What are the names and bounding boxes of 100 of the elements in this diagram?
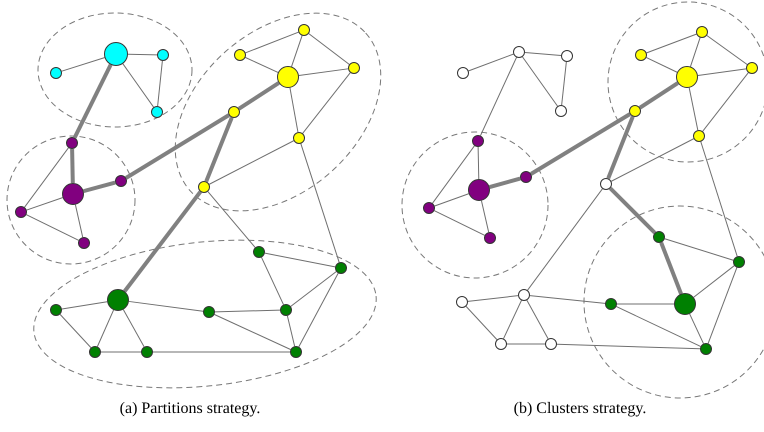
- graph-edge: [157, 60, 163, 107]
- graph-edge: [83, 180, 116, 194]
- graph-vertex: [700, 343, 712, 355]
- graph-vertex: [635, 49, 647, 61]
- graph-vertex: [203, 306, 215, 318]
- graph-edge: [646, 34, 697, 54]
- graph-vertex: [298, 24, 310, 36]
- graph-edge: [530, 112, 631, 176]
- graph-vertex: [253, 246, 265, 258]
- graph-vertex: [520, 171, 532, 183]
- graph-edge: [646, 57, 678, 73]
- graph-vertex: [513, 46, 525, 58]
- graph-edge: [214, 310, 280, 312]
- graph-edge: [291, 35, 303, 68]
- graph-edge: [526, 300, 549, 340]
- graph-edge: [264, 252, 336, 268]
- graph-edge: [706, 35, 748, 65]
- graph-vertex: [277, 66, 299, 88]
- graph-edge: [61, 57, 106, 72]
- graph-vertex: [484, 232, 496, 244]
- graph-edge: [522, 56, 558, 107]
- graph-edge: [527, 188, 603, 291]
- graph-edge: [468, 54, 514, 72]
- graph-edge: [697, 68, 747, 76]
- graph-vertex: [50, 304, 62, 316]
- graph-edge: [290, 271, 337, 307]
- graph-vertex: [104, 42, 128, 66]
- graph-edge: [261, 256, 284, 306]
- graph-vertex: [62, 183, 84, 205]
- graph-edge: [688, 87, 698, 131]
- graph-edge: [434, 193, 470, 206]
- graph-edge: [300, 143, 340, 263]
- graph-edge: [608, 186, 656, 234]
- graph-edge: [26, 197, 64, 211]
- graph-edge: [693, 265, 735, 298]
- graph-edge: [489, 176, 521, 189]
- graph-edge: [529, 295, 606, 304]
- graph-edge: [664, 238, 734, 261]
- graph-edge: [432, 145, 475, 204]
- subfigure-caption: (b) Clusters strategy.: [514, 400, 646, 418]
- graph-edge: [72, 64, 112, 138]
- graph-vertex: [605, 298, 617, 310]
- graph-edge: [122, 309, 145, 348]
- graph-edge: [302, 72, 351, 134]
- graph-edge: [480, 200, 490, 233]
- graph-vertex: [693, 130, 705, 142]
- graph-edge: [606, 116, 635, 180]
- graph-edge: [208, 140, 294, 185]
- graph-edge: [478, 146, 480, 180]
- graph-edge: [60, 314, 92, 348]
- graph-edge: [122, 63, 154, 108]
- graph-edge: [466, 306, 498, 340]
- graph-vertex: [472, 135, 484, 147]
- subfigure-caption: (a) Partitions strategy.: [120, 400, 260, 418]
- graph-vertex: [348, 62, 360, 74]
- graph-vertex: [495, 338, 507, 350]
- graph-vertex: [293, 132, 305, 144]
- graph-edge: [434, 210, 486, 236]
- graph-edge: [123, 190, 202, 292]
- graph-edge: [708, 267, 738, 344]
- graph-vertex: [733, 256, 745, 268]
- graph-edge: [96, 310, 114, 348]
- graph-vertex: [157, 49, 169, 61]
- graph-edge: [524, 52, 562, 56]
- graph-edge: [207, 191, 256, 248]
- graph-vertex: [228, 106, 240, 118]
- graph-vertex: [468, 179, 490, 201]
- graph-vertex: [676, 66, 698, 88]
- graph-edge: [214, 314, 292, 350]
- graph-edge: [26, 214, 80, 241]
- graph-vertex: [78, 237, 90, 249]
- graph-edge: [480, 56, 517, 136]
- graph-edge: [616, 306, 702, 347]
- graph-edge: [289, 87, 298, 133]
- graph-edge: [74, 204, 84, 238]
- graph-edge: [125, 113, 230, 180]
- graph-edge: [638, 81, 679, 110]
- graph-edge: [61, 301, 108, 310]
- graph-edge: [244, 57, 278, 73]
- graph-edge: [238, 81, 280, 110]
- graph-vertex: [746, 62, 758, 74]
- graph-vertex: [653, 231, 665, 243]
- graph-vertex: [107, 289, 129, 311]
- graph-vertex: [555, 105, 567, 117]
- graph-vertex: [456, 296, 468, 308]
- graph-edge: [298, 68, 349, 76]
- graph-edge: [467, 295, 519, 302]
- graph-vertex: [50, 67, 62, 79]
- graph-edge: [556, 344, 700, 350]
- graph-vertex: [141, 346, 153, 358]
- graph-edge: [702, 72, 749, 132]
- graph-edge: [659, 242, 683, 294]
- graph-edge: [286, 315, 296, 347]
- graph-vertex: [15, 206, 27, 218]
- graph-vertex: [545, 338, 557, 350]
- graph-vertex: [561, 50, 573, 62]
- graph-vertex: [280, 304, 292, 316]
- graph-edge: [70, 148, 75, 184]
- graph-vertex: [115, 175, 127, 187]
- graph-vertex: [518, 289, 530, 301]
